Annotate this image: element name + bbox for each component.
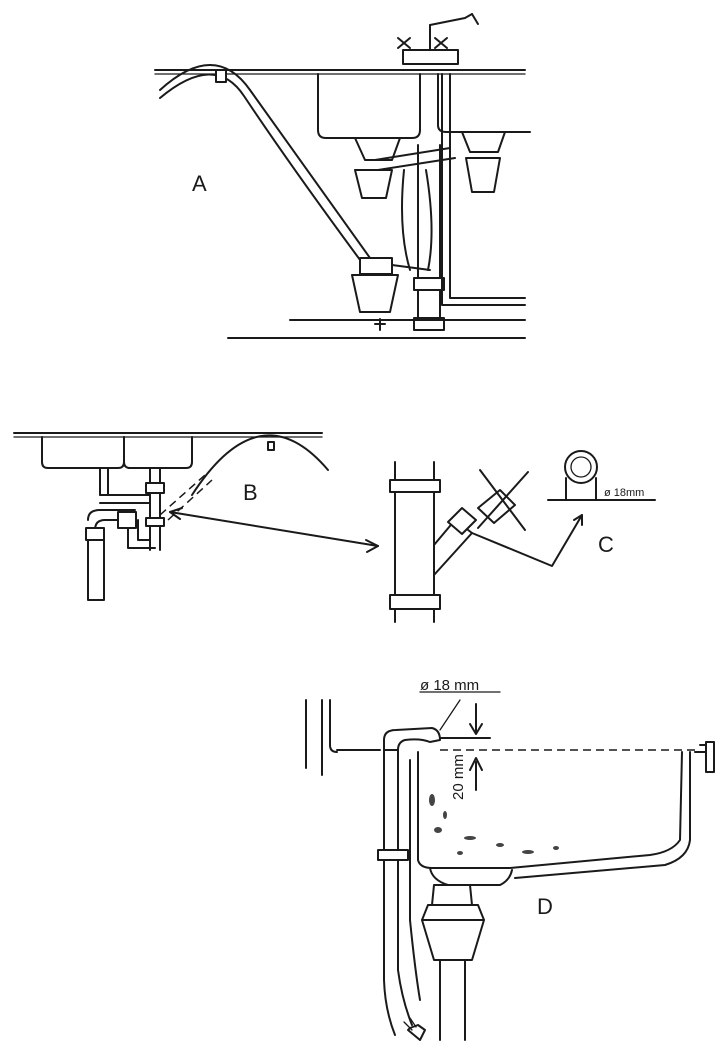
- hose-d-bracket: [377, 849, 409, 861]
- detail-arrowhead-left: [169, 507, 183, 520]
- hose-d-inner: [397, 749, 413, 1026]
- sink-d-clip: [705, 741, 715, 773]
- detail-pipe-collar-bottom: [389, 594, 441, 610]
- hose-section-inner: [570, 456, 592, 478]
- d-diameter: ø 18 mm: [420, 677, 479, 694]
- wall-pipe: [441, 73, 526, 306]
- trap-b-nut: [85, 527, 105, 541]
- d-height-arrowhead-top: [469, 723, 483, 735]
- detail-pipe-collar-top: [389, 479, 441, 493]
- sink-d: [417, 751, 683, 869]
- floor-valve: [374, 318, 386, 331]
- panel-a: A: [154, 13, 531, 339]
- sink-b-left: [41, 436, 125, 469]
- tailpipe-b: [87, 539, 105, 601]
- detail-spigot-cap: [447, 507, 477, 535]
- panel-b-label: B: [243, 480, 258, 505]
- trap-b-u: [127, 519, 156, 549]
- lower-trap: [351, 274, 399, 313]
- faucet-icon: [397, 13, 479, 65]
- pointing-hand-icon: [403, 1017, 426, 1041]
- standpipe-inner: [401, 169, 433, 271]
- hose-b: [191, 434, 329, 496]
- drain-d-neck: [431, 884, 473, 906]
- drain-cone-right: [461, 131, 506, 153]
- drain-d-pipe: [439, 959, 466, 1041]
- hose-b-dashed: [159, 474, 206, 516]
- detail-pipe: [389, 461, 583, 623]
- residue-marks: [429, 794, 559, 855]
- hose-section-outer: [564, 450, 598, 484]
- panel-c: ø 18mm C: [547, 450, 656, 557]
- hose-d-outer: [383, 749, 396, 1036]
- hose-d-hook: [383, 727, 441, 751]
- drain-trap-left: [354, 169, 393, 199]
- hose-inner: [159, 73, 367, 269]
- panel-c-label: C: [598, 532, 614, 557]
- c-dimension: ø 18mm: [604, 487, 644, 499]
- detail-c-arrowhead: [573, 514, 583, 526]
- drain-b-collar-2: [145, 517, 165, 527]
- sink-basin-left: [317, 73, 421, 139]
- d-height-arrowhead-bottom: [469, 757, 483, 771]
- drain-cone-left: [354, 137, 401, 161]
- hose-b-dashed-2: [167, 479, 213, 521]
- hose-clip: [215, 69, 227, 83]
- panel-a-label: A: [192, 171, 207, 196]
- drain-b-2: [149, 467, 161, 551]
- drain-b-collar: [145, 482, 165, 494]
- lower-connector: [391, 264, 431, 271]
- d-diameter-leader: [439, 699, 461, 731]
- drain-d-bowl: [429, 867, 513, 886]
- trap-b-nut-2: [117, 511, 137, 529]
- drain-trap-right: [465, 157, 501, 193]
- drain-d-top: [421, 904, 485, 921]
- lower-trap-top: [359, 257, 393, 275]
- sink-basin-right: [437, 73, 531, 133]
- hose-d-back: [409, 759, 421, 1001]
- sink-d-outer: [514, 751, 691, 879]
- removed-cap-icon: [477, 469, 529, 531]
- hose-b-clip: [267, 441, 275, 451]
- sink-b-right: [123, 436, 193, 469]
- panel-d: ø 18 mm 20 mm D: [305, 677, 715, 1041]
- standpipe: [417, 144, 441, 331]
- panel-b: B: [13, 432, 379, 601]
- d-height: 20 mm: [450, 754, 467, 800]
- detail-arrow: [169, 511, 379, 547]
- drain-b-cross: [99, 494, 151, 504]
- wall-d: [305, 699, 338, 776]
- detail-c-arrow: [471, 514, 583, 567]
- drain-d-cone: [421, 919, 485, 961]
- detail-arrowhead-right: [365, 539, 379, 553]
- hose-outer: [159, 64, 376, 266]
- panel-d-label: D: [537, 894, 553, 919]
- standpipe-collar: [413, 277, 445, 291]
- drain-b-1: [99, 467, 109, 496]
